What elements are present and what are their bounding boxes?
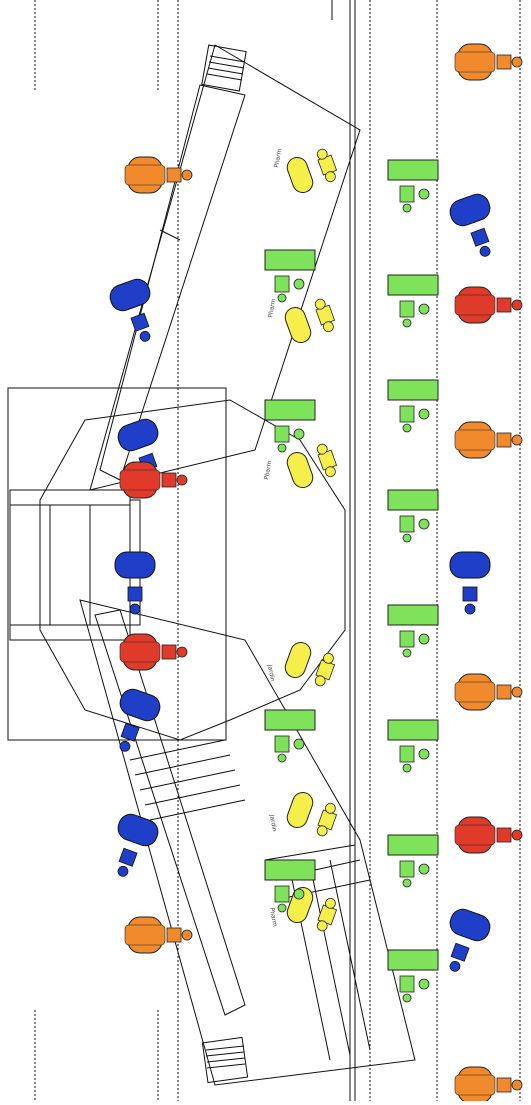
lower-wing-outer	[79, 599, 416, 1086]
upper-wing	[89, 44, 361, 491]
green-bay-icon	[387, 489, 439, 543]
red-cart-icon	[119, 461, 188, 499]
lower-wing-grille	[201, 1036, 249, 1084]
station-label-5: Jardin	[268, 813, 278, 832]
green-bay-icon	[387, 834, 439, 888]
green-bay-icon	[387, 604, 439, 658]
yellow-pod-icon	[286, 148, 338, 194]
station-label-4: Jardin	[266, 663, 276, 682]
orange-cart-icon	[124, 156, 193, 194]
station-label-3: Pharm	[263, 460, 273, 480]
yellow-pod-icon	[286, 791, 338, 837]
red-cart-icon	[119, 633, 188, 671]
orange-cart-icon	[454, 421, 523, 459]
green-bay-icon	[387, 379, 439, 433]
lower-wing-inner	[94, 609, 246, 1016]
lower-wing	[79, 599, 416, 1086]
green-bay-icon	[387, 274, 439, 328]
blue-capsule-icon	[109, 278, 151, 342]
central-octagon	[39, 399, 346, 741]
central-block	[7, 387, 227, 741]
blue-capsule-icon	[114, 551, 156, 615]
blue-capsule-icon	[117, 813, 159, 877]
orange-cart-icon	[454, 43, 523, 81]
orange-cart-icon	[124, 916, 193, 954]
green-bay-icon	[387, 719, 439, 773]
green-bay-icon	[387, 949, 439, 1003]
central-structure	[7, 387, 346, 741]
orange-cart-icon	[454, 673, 523, 711]
green-bay-icon	[264, 249, 316, 303]
station-label-2: Pharm	[267, 298, 277, 318]
blue-capsule-icon	[119, 688, 161, 752]
yellow-pod-icon	[284, 298, 336, 344]
green-bay-icon	[264, 859, 316, 913]
orange-cart-icon	[454, 1066, 523, 1104]
inner-rect	[9, 489, 131, 641]
green-bay-icon	[264, 399, 316, 453]
upper-wing-outer	[89, 44, 361, 491]
upper-wing-grille	[201, 44, 247, 92]
yellow-pod-icon	[286, 443, 338, 489]
yellow-pod-icon	[284, 641, 336, 687]
blue-capsule-icon	[449, 908, 491, 972]
yellow-pod-icon	[286, 886, 338, 932]
blue-capsule-icon	[449, 193, 491, 257]
green-bay-icon	[387, 159, 439, 213]
rail-lines	[331, 0, 356, 1101]
red-cart-icon	[454, 816, 523, 854]
station-label-6: Pharm	[268, 907, 278, 927]
upper-wing-inner	[99, 84, 246, 481]
blue-capsule-icon	[449, 551, 491, 615]
equipment-icons	[109, 43, 523, 1104]
guide-lines	[34, 0, 521, 1101]
green-bay-icon	[264, 709, 316, 763]
station-label-1: Pharm	[273, 148, 283, 168]
station-labels: Pharm Pharm Pharm Jardin Jardin Pharm	[263, 148, 283, 928]
red-cart-icon	[454, 286, 523, 324]
